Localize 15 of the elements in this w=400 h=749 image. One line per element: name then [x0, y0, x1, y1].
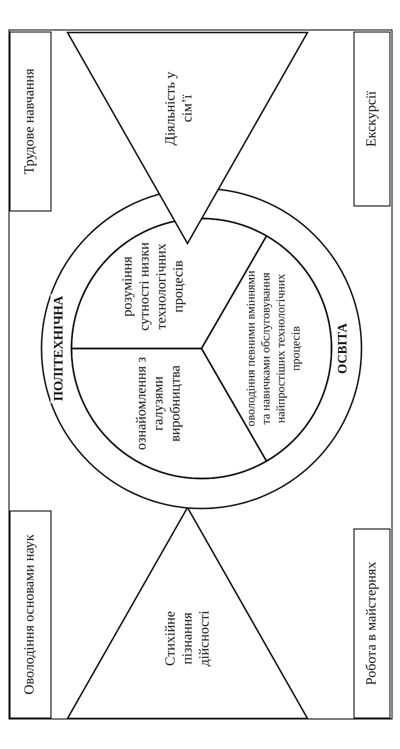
box-label: Оволодіння основами наук [22, 532, 38, 696]
activity-box [353, 31, 390, 206]
ring-heading: ПОЛІТЕХНІЧНА [50, 293, 66, 403]
box-label: Робота в майстернях [364, 560, 380, 687]
box-label: Екскурсії [364, 90, 380, 148]
frame-border [8, 29, 392, 719]
activity-box [9, 510, 51, 718]
sector-label: оволодіння певними вміннями та навичками обслуговування найпростіших технологічних процесів [243, 269, 303, 428]
triangle-label: Стихійне пізнання дійсності [162, 609, 213, 668]
triangle-label: Діяльність у сім’ї [162, 70, 196, 148]
sector-label: розуміння сутності низки технологічних процесів [119, 240, 187, 332]
box-label: Трудове навчання [22, 67, 38, 176]
activity-box [9, 31, 51, 211]
activity-box [353, 528, 390, 718]
sector-label: ознайомлення з галузями виробництва [133, 356, 184, 452]
